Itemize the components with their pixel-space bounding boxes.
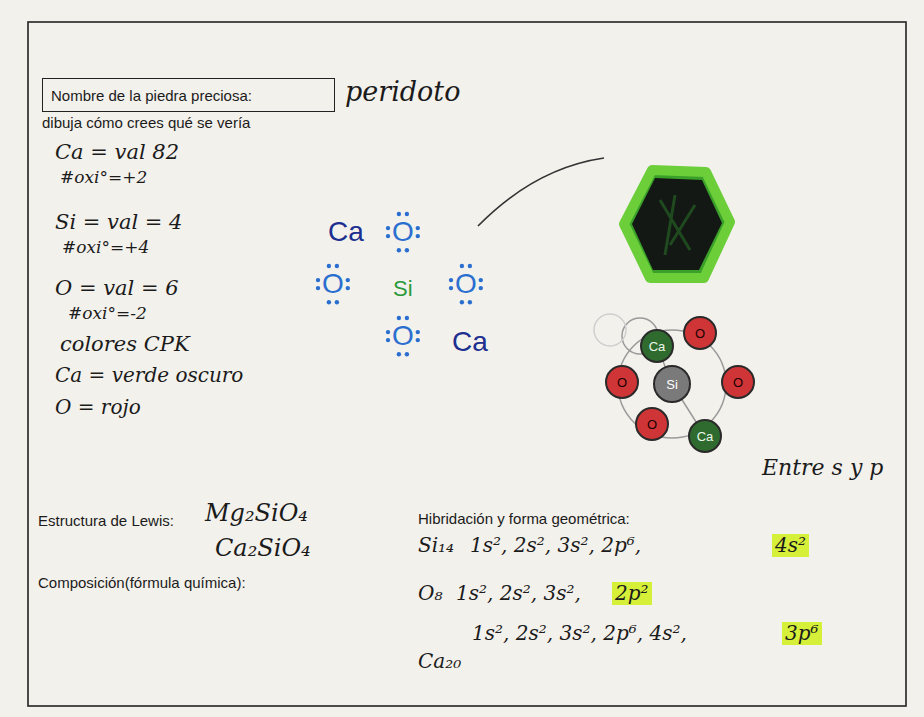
atom-symbol: Ca <box>649 339 666 354</box>
atom-symbol: Ca <box>697 429 714 444</box>
electron-dot <box>316 278 320 282</box>
lewis-atom: Ca <box>328 216 364 248</box>
electron-config: 1s², 2s², 3s², 2p⁶, <box>470 534 641 557</box>
formula: Ca₂SiO₄ <box>215 535 311 563</box>
cpk-note: Ca = verde oscuro <box>55 364 243 387</box>
field-label: Hibridación y forma geométrica: <box>418 510 630 527</box>
electron-dot <box>479 286 483 290</box>
electron-dot <box>386 338 390 342</box>
oxygen-ball: O <box>605 365 639 399</box>
electron-dot <box>335 264 339 268</box>
electron-dot <box>386 226 390 230</box>
lewis-atom: Si <box>393 276 413 301</box>
electron-dot <box>405 352 409 356</box>
oxidation-note: #oxi°=+4 <box>62 238 149 258</box>
element-symbol: Si₁₄ <box>418 534 454 557</box>
sheet-frame <box>28 22 906 706</box>
field-box: Nombre de la piedra preciosa: <box>42 78 335 112</box>
electron-dot <box>449 286 453 290</box>
electron-dot <box>405 316 409 320</box>
electron-dot <box>386 330 390 334</box>
lewis-atom: O <box>322 268 344 300</box>
electron-dot <box>460 264 464 268</box>
electron-dot <box>397 316 401 320</box>
electron-dot <box>416 338 420 342</box>
electron-dot <box>468 300 472 304</box>
atom-symbol: O <box>617 375 627 390</box>
electron-dot <box>460 300 464 304</box>
element-symbol: Ca₂₀ <box>418 650 461 673</box>
cpk-note: O = rojo <box>55 396 141 419</box>
electron-dot <box>468 264 472 268</box>
instruction: dibuja cómo crees qué se vería <box>42 114 250 131</box>
formula: Mg₂SiO₄ <box>205 500 308 528</box>
hybridization-note: Entre s y p <box>762 455 883 480</box>
electron-dot <box>346 286 350 290</box>
field-label: Nombre de la piedra preciosa: <box>51 87 252 104</box>
electron-dot <box>335 300 339 304</box>
electron-dot <box>479 278 483 282</box>
electron-dot <box>416 234 420 238</box>
silicon-ball: Si <box>653 365 691 403</box>
highlighted-orbital: 2p² <box>612 582 652 605</box>
calcium-ball: Ca <box>640 329 674 363</box>
oxygen-ball: O <box>721 365 755 399</box>
electron-dot <box>316 286 320 290</box>
electron-dot <box>416 226 420 230</box>
gem-hexagon <box>624 170 730 278</box>
atom-symbol: O <box>647 417 657 432</box>
electron-dot <box>449 278 453 282</box>
lewis-atom: Ca <box>452 326 488 358</box>
field-label: Composición(fórmula química): <box>38 574 246 591</box>
electron-dot <box>416 330 420 334</box>
oxygen-ball: O <box>683 316 717 350</box>
oxidation-note: #oxi°=-2 <box>68 304 147 324</box>
atom-symbol: O <box>733 375 743 390</box>
oxygen-ball: O <box>635 407 669 441</box>
gem-name: peridoto <box>345 76 460 107</box>
electron-dot <box>397 352 401 356</box>
lewis-atom: O <box>455 268 477 300</box>
lewis-atom: O <box>392 320 414 352</box>
cpk-heading: colores CPK <box>60 332 190 356</box>
electron-config: 1s², 2s², 3s², <box>456 582 581 605</box>
valence-note: Si = val = 4 <box>55 210 182 234</box>
calcium-ball: Ca <box>688 419 722 453</box>
highlighted-orbital: 3p⁶ <box>782 622 822 645</box>
oxidation-note: #oxi°=+2 <box>60 168 147 188</box>
electron-dot <box>405 212 409 216</box>
lewis-atom: O <box>392 216 414 248</box>
highlighted-orbital: 4s² <box>772 534 809 557</box>
atom-symbol: O <box>695 326 705 341</box>
leader-line <box>478 158 604 226</box>
electron-dot <box>327 300 331 304</box>
electron-config: 1s², 2s², 3s², 2p⁶, 4s², <box>472 622 687 645</box>
atom-symbol: Si <box>666 377 678 392</box>
valence-note: O = val = 6 <box>55 276 179 300</box>
electron-dot <box>327 264 331 268</box>
electron-dot <box>397 248 401 252</box>
electron-dot <box>397 212 401 216</box>
electron-dot <box>386 234 390 238</box>
valence-note: Ca = val 82 <box>55 140 179 164</box>
electron-dot <box>346 278 350 282</box>
field-label: Estructura de Lewis: <box>38 512 174 529</box>
electron-dot <box>405 248 409 252</box>
element-symbol: O₈ <box>418 582 442 605</box>
